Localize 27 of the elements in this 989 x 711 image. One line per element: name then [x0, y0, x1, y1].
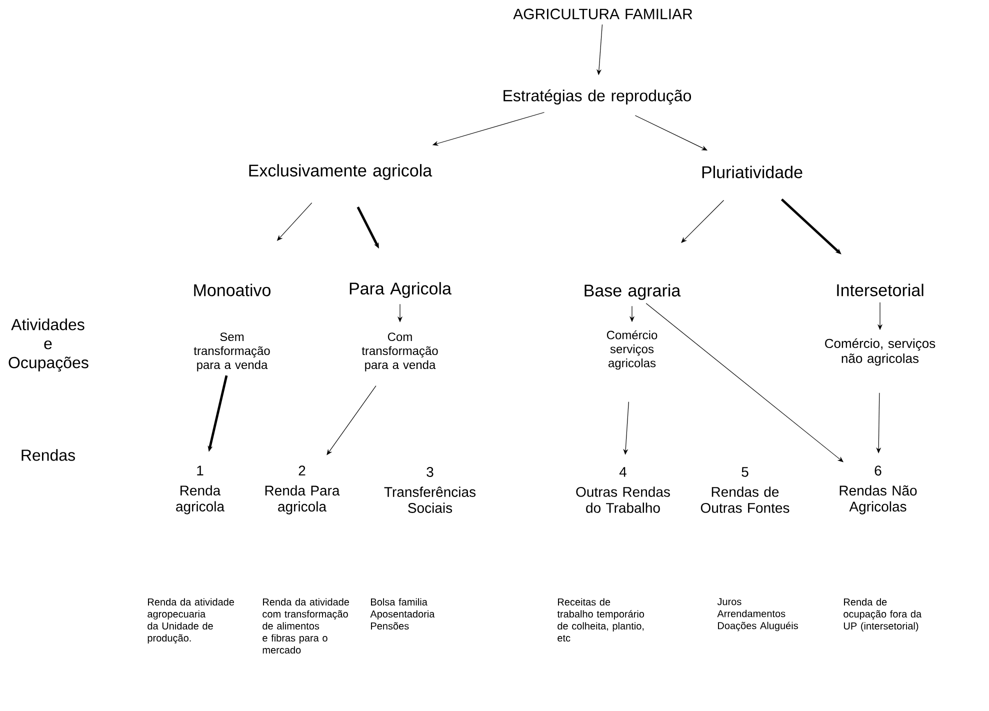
activity-note: Comércio, serviços não agricolas	[825, 338, 936, 366]
activity-text: Base agraria	[584, 284, 681, 300]
income-text: 6 Rendas Não Agricolas	[840, 466, 917, 514]
activity-text: Para Agricola	[350, 282, 452, 298]
heading-text: AGRICULTURA FAMILIAR	[513, 8, 692, 20]
row-label: Atividades e Ocupações	[8, 318, 88, 372]
activity-note: Sem transformação para a venda	[194, 332, 270, 372]
strategy-text: Estratégias de reprodução	[504, 89, 691, 105]
income-text: 5 Rendas de Outras Fontes	[700, 467, 790, 513]
row-label: Rendas	[22, 449, 75, 461]
activity-text: Monoativo	[194, 284, 270, 296]
activity-note: Comércio serviços agricolas	[606, 330, 658, 370]
description-text: Renda de ocupação fora da UP (intersetorial)	[844, 598, 922, 632]
income-text: 4 Outras Rendas do Trabalho	[576, 467, 670, 513]
category-text: Exclusivamente agricola	[249, 164, 432, 180]
category-text: Pluriatividade	[702, 166, 802, 178]
description-text: Bolsa familia Aposentadoria Pensões	[370, 598, 435, 630]
description-text: Renda da atividade com transformação de alimentos e fibras para o mercado	[262, 598, 350, 654]
description-text: Renda da atividade agropecuaria da Unidade de produção.	[148, 598, 234, 644]
income-text: 3 Transferências Sociais	[384, 467, 476, 513]
description-text: Juros Arrendamentos Doações Aluguéis	[717, 598, 798, 632]
description-text: Receitas de trabalho temporário de colheita, plantio, etc	[557, 598, 644, 642]
activity-text: Intersetorial	[837, 284, 924, 296]
arrow	[681, 200, 724, 243]
income-text: 2 Renda Para agricola	[265, 466, 340, 514]
income-text: 1 Renda agricola	[176, 466, 225, 514]
activity-note: Com transformação para a venda	[362, 332, 438, 372]
